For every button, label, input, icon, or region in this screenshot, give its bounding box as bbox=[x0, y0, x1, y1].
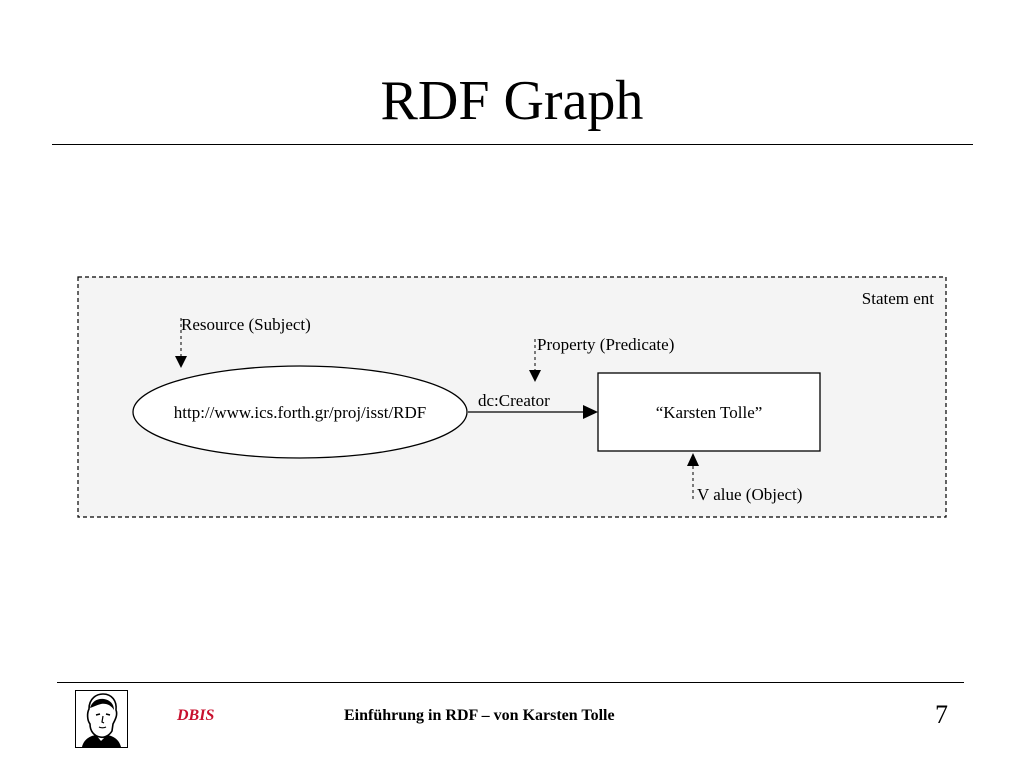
footer-divider bbox=[57, 682, 964, 683]
footer-caption: Einführung in RDF – von Karsten Tolle bbox=[344, 707, 615, 724]
subject-uri: http://www.ics.forth.gr/proj/isst/RDF bbox=[174, 403, 427, 422]
slide-title: RDF Graph bbox=[380, 70, 644, 132]
object-box bbox=[597, 372, 821, 452]
predicate-arrowhead bbox=[583, 405, 598, 419]
goethe-portrait-icon bbox=[75, 690, 128, 748]
property-label: Property (Predicate) bbox=[537, 335, 674, 354]
statement-label: Statem ent bbox=[862, 289, 935, 308]
predicate-label: dc:Creator bbox=[478, 391, 550, 410]
resource-label: Resource (Subject) bbox=[181, 315, 311, 334]
resource-pointer-arrowhead bbox=[175, 356, 187, 368]
object-literal: “Karsten Tolle” bbox=[656, 403, 763, 422]
title-divider bbox=[52, 144, 973, 145]
property-pointer-arrowhead bbox=[529, 370, 541, 382]
value-label: V alue (Object) bbox=[697, 485, 802, 504]
page-number: 7 bbox=[935, 700, 948, 729]
footer-org: DBIS bbox=[177, 707, 215, 724]
subject-ellipse bbox=[132, 365, 468, 459]
value-pointer-arrowhead bbox=[687, 453, 699, 466]
